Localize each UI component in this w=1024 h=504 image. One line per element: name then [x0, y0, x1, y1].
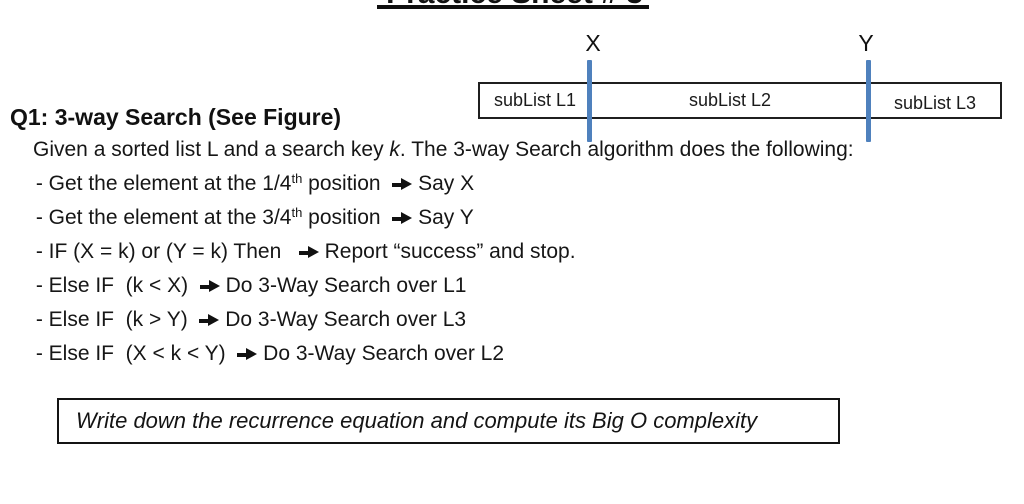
title-underline — [377, 5, 649, 9]
page-title: Practice Sheet # 3 — [372, 0, 657, 9]
arrow-right-icon — [199, 314, 220, 327]
search-key-symbol: k — [389, 138, 400, 161]
arrow-right-icon — [392, 178, 413, 191]
task-instruction-text: Write down the recurrence equation and c… — [76, 408, 758, 433]
step-text-post: Report “success” and stop. — [318, 240, 576, 263]
step-text-post: Say Y — [412, 206, 474, 229]
arrow-right-icon — [298, 246, 319, 259]
step-text-pre: - IF (X = k) or (Y = k) Then — [30, 240, 299, 263]
sublist-figure-box: subList L1 subList L2 subList L3 — [478, 82, 1002, 119]
algorithm-step-3: - IF (X = k) or (Y = k) Then Report “suc… — [30, 239, 576, 265]
step-text-post: Do 3-Way Search over L1 — [219, 274, 467, 297]
algorithm-step-4: - Else IF (k < X) Do 3-Way Search over L… — [30, 273, 467, 299]
sublist-l3-label: subList L3 — [893, 93, 977, 113]
step-text-post: Do 3-Way Search over L2 — [257, 342, 505, 365]
algorithm-step-2: - Get the element at the 3/4th position … — [30, 205, 474, 233]
step-text-post: Say X — [412, 172, 475, 195]
task-instruction-box: Write down the recurrence equation and c… — [57, 398, 840, 444]
arrow-right-icon — [199, 280, 220, 293]
algorithm-step-1: - Get the element at the 1/4th position … — [30, 171, 474, 199]
y-divider-line — [866, 60, 871, 142]
algorithm-step-6: - Else IF (X < k < Y) Do 3-Way Search ov… — [30, 341, 504, 367]
step-superscript: th — [291, 171, 303, 186]
step-text-pre: - Else IF (X < k < Y) — [30, 342, 238, 365]
x-marker-label: X — [585, 30, 601, 56]
intro-text-post: . The 3-way Search algorithm does the fo… — [399, 138, 854, 161]
step-text-pre: - Else IF (k > Y) — [30, 308, 200, 331]
algorithm-step-5: - Else IF (k > Y) Do 3-Way Search over L… — [30, 307, 466, 333]
arrow-right-icon — [237, 348, 258, 361]
intro-text-pre: Given a sorted list L and a search key — [33, 138, 390, 161]
sublist-l1-label: subList L1 — [493, 90, 577, 110]
sublist-l2-label: subList L2 — [688, 90, 772, 110]
intro-line: Given a sorted list L and a search key k… — [33, 137, 854, 163]
step-text-mid: position — [302, 206, 393, 229]
step-text-pre: - Else IF (k < X) — [30, 274, 200, 297]
y-marker-label: Y — [858, 30, 874, 56]
step-text-pre: - Get the element at the 1/4 — [30, 172, 292, 195]
step-text-mid: position — [302, 172, 393, 195]
arrow-right-icon — [392, 212, 413, 225]
step-superscript: th — [291, 205, 303, 220]
step-text-pre: - Get the element at the 3/4 — [30, 206, 292, 229]
question-heading: Q1: 3-way Search (See Figure) — [10, 104, 342, 130]
step-text-post: Do 3-Way Search over L3 — [219, 308, 467, 331]
x-divider-line — [587, 60, 592, 142]
